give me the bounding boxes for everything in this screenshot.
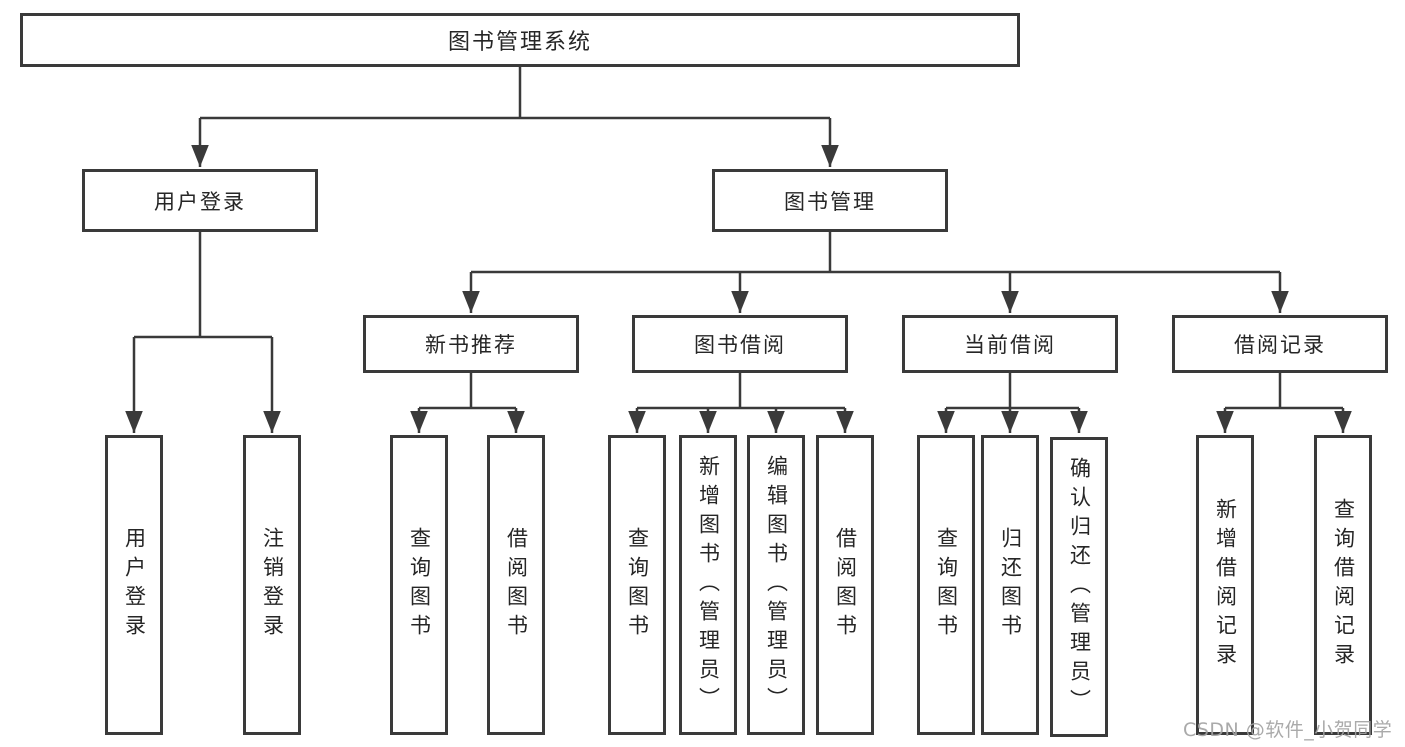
leaf-add-borrow-record: 新增借阅记录	[1196, 435, 1254, 735]
leaf-confirm-return-admin: 确认归还（管理员）	[1050, 437, 1108, 737]
node-new-book-recommend: 新书推荐	[363, 315, 579, 373]
connector-book-management	[471, 232, 1280, 274]
node-current-borrow: 当前借阅	[902, 315, 1118, 373]
node-borrow-record: 借阅记录	[1172, 315, 1388, 373]
node-user-login: 用户登录	[82, 169, 318, 232]
leaf-return-book: 归还图书	[981, 435, 1039, 735]
connector-current-borrow	[946, 373, 1079, 410]
connector-root	[200, 67, 830, 120]
node-book-borrow: 图书借阅	[632, 315, 848, 373]
connector-borrow-record	[1225, 373, 1343, 410]
leaf-query-book-1: 查询图书	[390, 435, 448, 735]
leaf-logout: 注销登录	[243, 435, 301, 735]
leaf-user-login: 用户登录	[105, 435, 163, 735]
leaf-borrow-book-2: 借阅图书	[816, 435, 874, 735]
connector-new-book	[419, 373, 516, 410]
leaf-query-book-3: 查询图书	[917, 435, 975, 735]
leaf-borrow-book-1: 借阅图书	[487, 435, 545, 735]
leaf-query-book-2: 查询图书	[608, 435, 666, 735]
node-library-management-system: 图书管理系统	[20, 13, 1020, 67]
connector-user-login	[134, 232, 272, 339]
leaf-add-book-admin: 新增图书（管理员）	[679, 435, 737, 735]
connector-book-borrow	[637, 373, 845, 410]
leaf-query-borrow-record: 查询借阅记录	[1314, 435, 1372, 735]
node-book-management: 图书管理	[712, 169, 948, 232]
watermark: CSDN @软件_小贺同学	[1183, 719, 1393, 741]
leaf-edit-book-admin: 编辑图书（管理员）	[747, 435, 805, 735]
